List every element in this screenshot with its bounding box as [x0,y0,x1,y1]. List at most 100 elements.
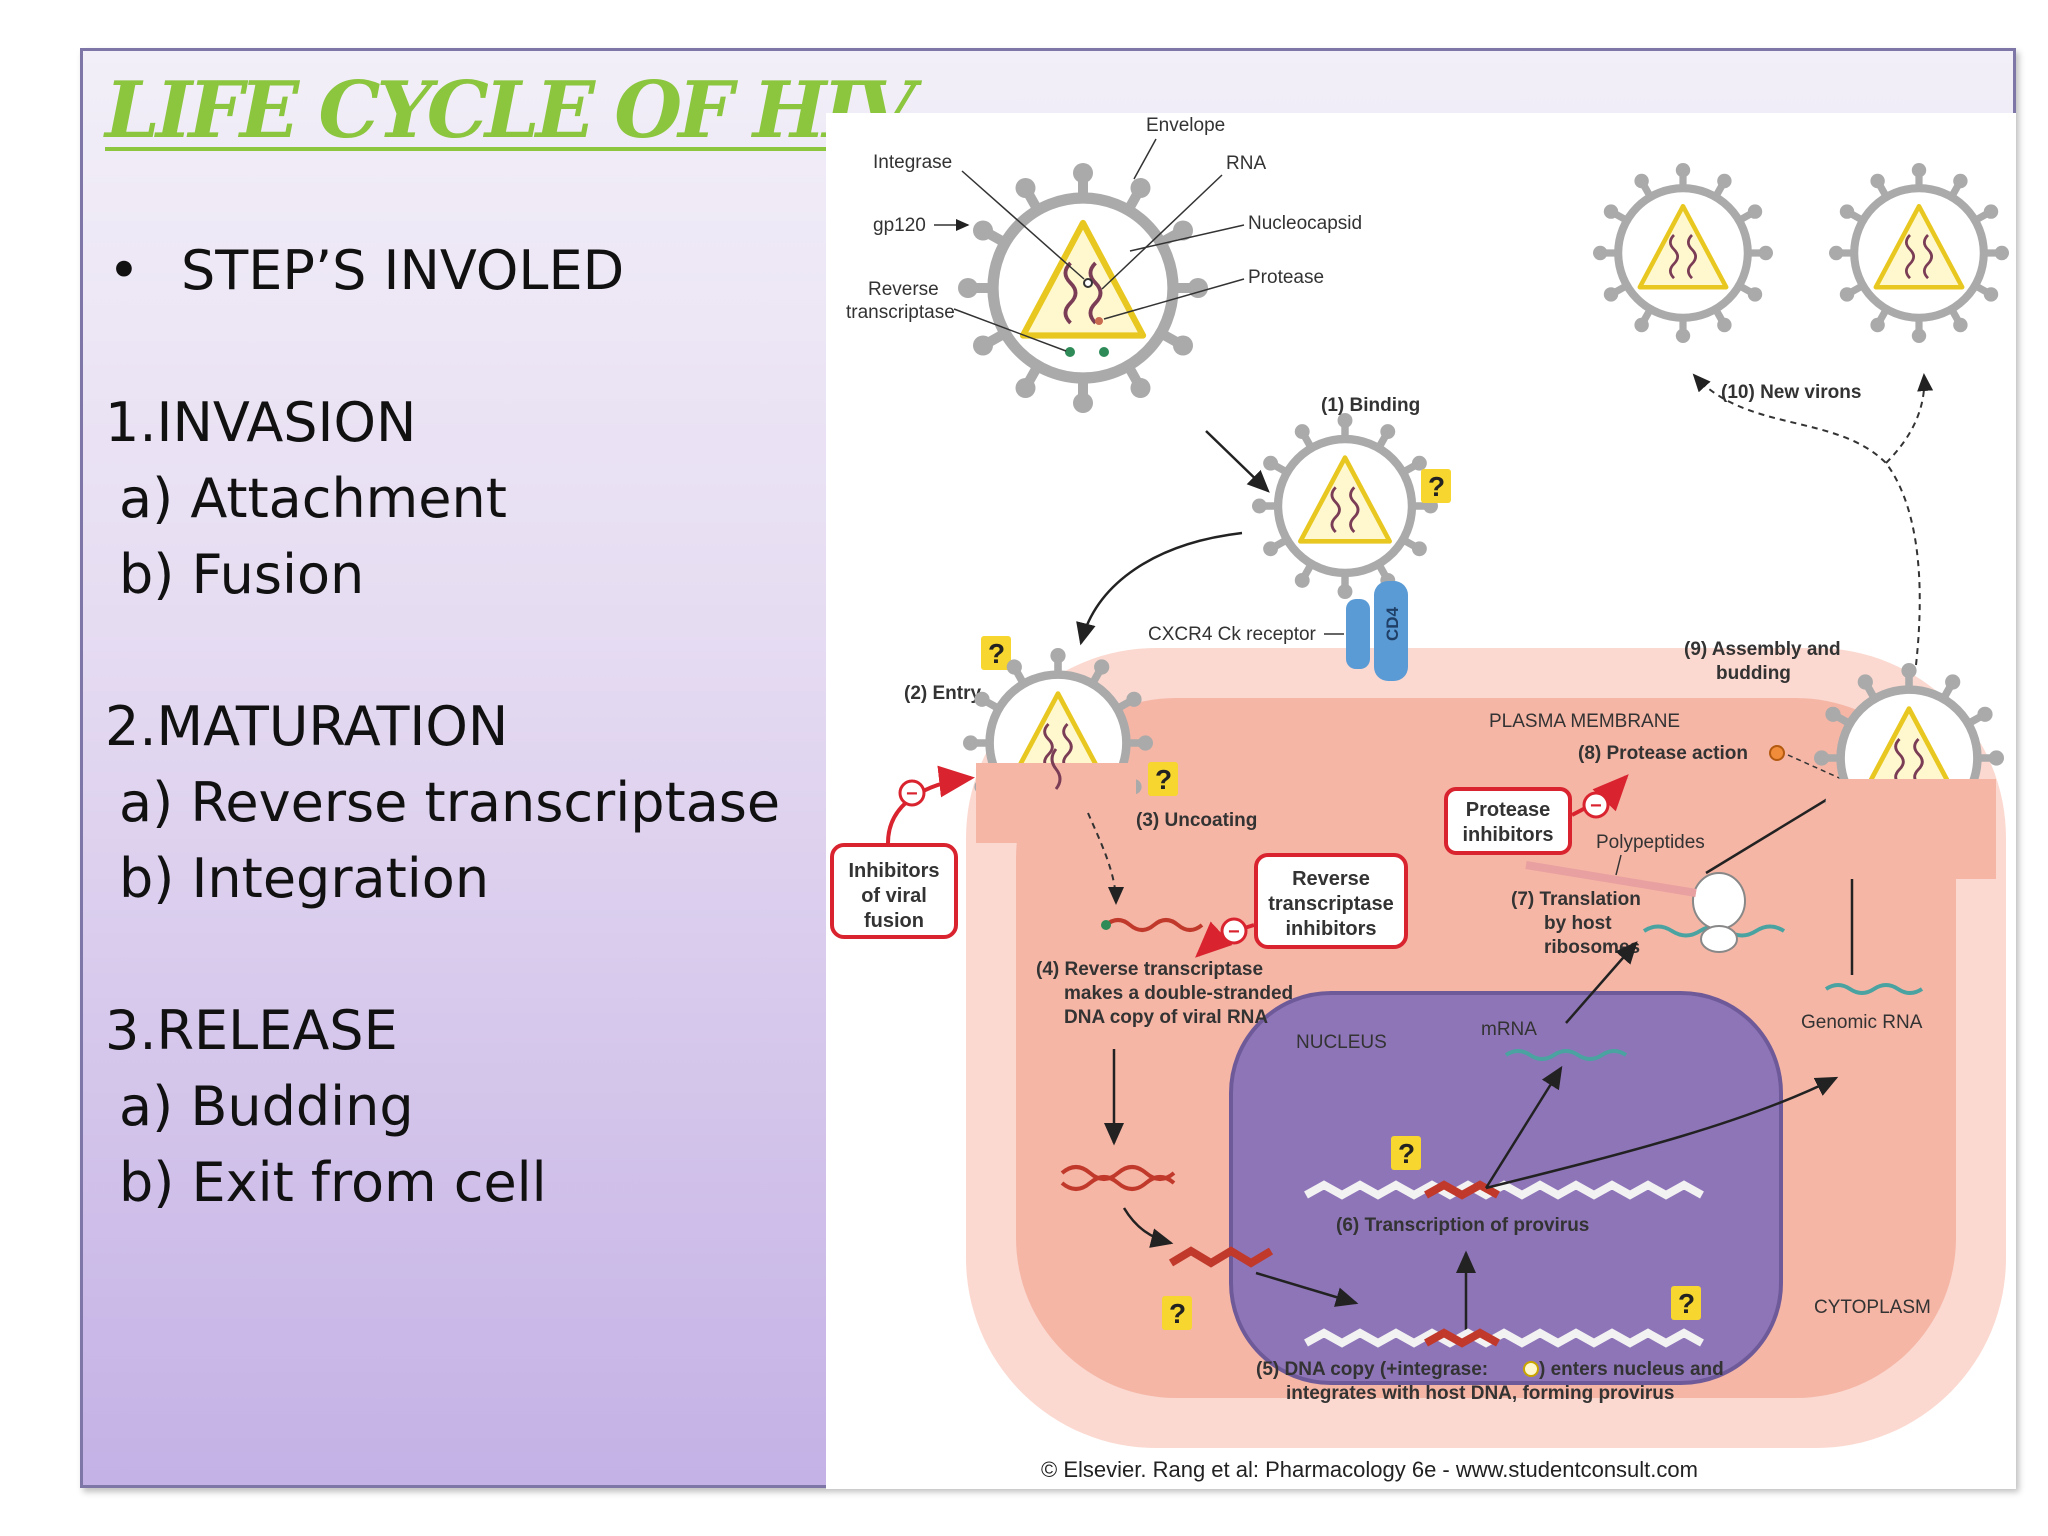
step-assembly-line2: budding [1716,663,1791,684]
label-mrna: mRNA [1481,1019,1537,1040]
step-binding: (1) Binding [1321,395,1420,416]
copyright-credit: © Elsevier. Rang et al: Pharmacology 6e … [1041,1457,1698,1482]
label-cytoplasm: CYTOPLASM [1814,1297,1931,1318]
label-integrase: Integrase [873,152,952,173]
step-entry: (2) Entry [904,683,982,704]
leader-protease [1103,278,1245,320]
step-rt-line3: DNA copy of viral RNA [1064,1007,1268,1028]
bullet-steps-involved: STEP’S INVOLED [181,239,625,302]
cxcr4-receptor-shape [1346,599,1370,669]
binding-virion [1252,413,1438,599]
dna-copy-integrase [1168,1246,1274,1268]
hiv-life-cycle-diagram: Envelope Integrase RNA gp120 Nucleocapsi… [826,113,2016,1489]
step-rt-line2: makes a double-stranded [1064,983,1293,1004]
integrated-segment [1424,1328,1500,1348]
bullet-marker: • [108,239,140,302]
q-integration: ? [1671,1286,1701,1320]
label-nucleus: NUCLEUS [1296,1032,1387,1053]
q-uncoating: ? [1148,762,1178,796]
host-dna-provirus [1304,1180,1704,1200]
minus-protease [1582,791,1610,819]
host-dna [1304,1328,1704,1348]
inhibitor-protease-line1: Protease [1466,799,1551,821]
leader-polypeptides [1615,854,1622,876]
label-nucleocapsid: Nucleocapsid [1248,213,1362,234]
arrow-to-ribosome [1565,941,1638,1024]
label-plasma-membrane: PLASMA MEMBRANE [1489,711,1680,732]
label-cd4: CD4 [1383,606,1402,641]
slide-title: LIFE CYCLE OF HIV [105,65,915,156]
step-transcription: (6) Transcription of provirus [1336,1215,1589,1236]
label-genomic-rna: Genomic RNA [1801,1012,1923,1033]
step-translation-line1: (7) Translation [1511,889,1641,910]
inhibitor-protease-box [1444,787,1572,855]
step-translation-line2: by host [1544,913,1612,934]
step-invasion: 1.INVASION [105,391,417,454]
step-dna-line2: integrates with host DNA, forming provir… [1286,1383,1674,1404]
minus-fusion [898,779,926,807]
arrow-to-genomic-rna [1485,1076,1839,1190]
inhibitor-protease-line2: inhibitors [1462,824,1553,846]
step-dna-line1: (5) DNA copy (+integrase: [1256,1359,1488,1380]
inhibitor-rt-box [1254,853,1408,949]
inhibitor-fusion-line1: Inhibitors [848,860,939,882]
label-polypeptides: Polypeptides [1596,832,1705,853]
step-integration: b) Integration [119,847,490,910]
minus-rt-text: − [1228,921,1240,943]
new-virion-2 [1829,163,2009,343]
budding-overlay [1826,779,1996,879]
mrna-strand [1504,1049,1628,1061]
step-release: 3.RELEASE [105,999,398,1062]
inhibitor-fusion-line2: of viral [861,885,927,907]
arrow-integration [1255,1271,1359,1307]
integrase-symbol [1523,1361,1539,1377]
protease-marker [1095,317,1103,325]
q-dna: ? [1162,1296,1192,1330]
new-virion-1 [1593,163,1773,343]
leader-nucleocapsid [1129,224,1245,252]
integrase-marker [1083,278,1093,288]
step-assembly-line1: (9) Assembly and [1684,639,1841,660]
svg-text:?: ? [1398,1138,1415,1169]
minus-protease-text: − [1590,795,1602,817]
minus-fusion-text: − [906,783,918,805]
label-envelope: Envelope [1146,115,1225,136]
leader-rna [1101,174,1223,290]
viral-rna-strand [1104,918,1204,932]
inhibitor-fusion-line3: fusion [864,910,924,932]
rt-marker-1 [1065,347,1075,357]
step-budding: a) Budding [119,1075,414,1138]
protease-symbol [1769,745,1785,761]
label-gp120: gp120 [873,215,926,236]
step-attachment: a) Attachment [119,467,507,530]
step-uncoating: (3) Uncoating [1136,810,1257,831]
arrow-release-1 [1692,373,1921,666]
svg-text:?: ? [1155,764,1172,795]
arrow-protease-dashed [1787,754,1847,782]
provirus-segment [1424,1180,1500,1200]
leader-envelope [1133,138,1157,180]
step-fusion: b) Fusion [119,543,365,606]
leader-rt [953,308,1067,352]
entry-rna [1050,748,1062,790]
step-rt-line1: (4) Reverse transcriptase [1036,959,1263,980]
rt-enzyme [1101,920,1111,930]
label-reverse: Reverse [868,279,939,300]
ribosome-small [1700,925,1738,953]
slide: LIFE CYCLE OF HIV • STEP’S INVOLED 1.INV… [80,48,2016,1489]
step-exit-from-cell: b) Exit from cell [119,1151,547,1214]
arrow-to-mrna [1484,1065,1563,1189]
q-binding: ? [1421,469,1451,503]
q-entry: ? [981,636,1011,670]
arrow-uncoating [1087,812,1124,905]
inhibitor-fusion-box [830,843,958,939]
arrow-entry [1076,531,1243,646]
step-maturation: 2.MATURATION [105,695,509,758]
minus-rt [1220,917,1248,945]
svg-text:?: ? [1169,1298,1186,1329]
label-rna: RNA [1226,153,1266,174]
rt-marker-2 [1099,347,1109,357]
arrow-release-2 [1885,373,1934,464]
cd4-receptor-shape [1374,581,1408,681]
label-cxcr4: CXCR4 Ck receptor [1148,624,1317,645]
